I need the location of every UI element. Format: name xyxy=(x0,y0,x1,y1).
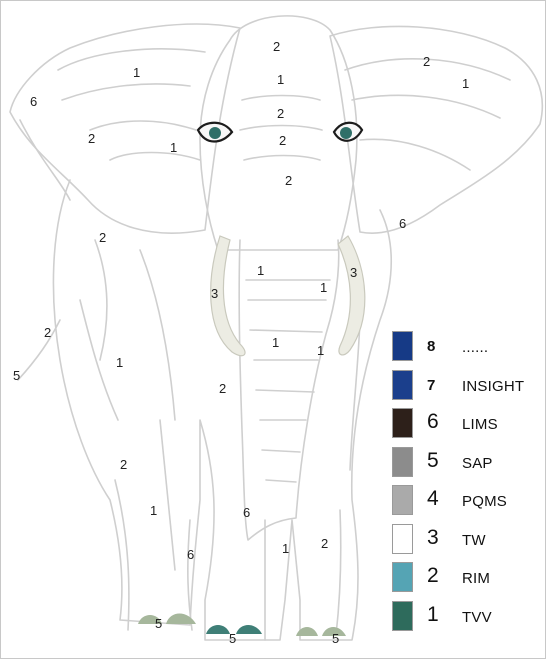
legend-number: 1 xyxy=(427,603,439,627)
region-number: 5 xyxy=(13,368,20,383)
region-number: 2 xyxy=(88,131,95,146)
region-number: 1 xyxy=(462,76,469,91)
legend-item-8: 8 ...... xyxy=(392,329,542,368)
region-number: 2 xyxy=(99,230,106,245)
legend-item-5: 5 SAP xyxy=(392,445,542,484)
right-tusk xyxy=(338,236,365,355)
legend-item-7: 7 INSIGHT xyxy=(392,368,542,407)
region-number: 1 xyxy=(320,280,327,295)
legend-label: PQMS xyxy=(462,493,507,510)
region-number: 1 xyxy=(116,355,123,370)
region-number: 3 xyxy=(350,265,357,280)
region-number: 2 xyxy=(277,106,284,121)
region-number: 2 xyxy=(321,536,328,551)
legend-item-1: 1 TVV xyxy=(392,599,542,638)
legend-label: RIM xyxy=(462,570,490,587)
legend-item-3: 3 TW xyxy=(392,522,542,561)
legend-label: SAP xyxy=(462,455,493,472)
legend-label: TVV xyxy=(462,609,492,626)
region-number: 5 xyxy=(229,631,236,646)
legend-label: TW xyxy=(462,532,486,549)
region-number: 2 xyxy=(273,39,280,54)
legend-number: 6 xyxy=(427,410,439,434)
region-number: 5 xyxy=(155,616,162,631)
legend-swatch xyxy=(392,331,413,361)
legend-swatch xyxy=(392,601,413,631)
legend-swatch xyxy=(392,447,413,477)
region-number: 1 xyxy=(277,72,284,87)
legend-label: INSIGHT xyxy=(462,378,524,395)
legend-swatch xyxy=(392,524,413,554)
legend: 8 ...... 7 INSIGHT 6 LIMS 5 SAP 4 PQMS 3… xyxy=(392,329,542,637)
region-number: 1 xyxy=(272,335,279,350)
legend-item-4: 4 PQMS xyxy=(392,483,542,522)
legend-swatch xyxy=(392,485,413,515)
region-number: 1 xyxy=(133,65,140,80)
legend-number: 3 xyxy=(427,526,439,550)
legend-swatch xyxy=(392,370,413,400)
region-number: 2 xyxy=(285,173,292,188)
toes xyxy=(138,614,346,637)
legend-number: 8 xyxy=(427,338,435,355)
region-number: 1 xyxy=(257,263,264,278)
legend-swatch xyxy=(392,562,413,592)
legend-number: 2 xyxy=(427,564,439,588)
region-number: 2 xyxy=(120,457,127,472)
region-number: 5 xyxy=(332,631,339,646)
tail-outline xyxy=(18,320,60,380)
legend-item-6: 6 LIMS xyxy=(392,406,542,445)
legend-item-2: 2 RIM xyxy=(392,560,542,599)
legend-swatch xyxy=(392,408,413,438)
legend-number: 7 xyxy=(427,377,435,394)
region-number: 1 xyxy=(170,140,177,155)
region-number: 2 xyxy=(219,381,226,396)
region-number: 6 xyxy=(399,216,406,231)
region-number: 1 xyxy=(150,503,157,518)
legend-number: 5 xyxy=(427,449,439,473)
legend-label: ...... xyxy=(462,339,488,356)
region-number: 3 xyxy=(211,286,218,301)
legend-label: LIMS xyxy=(462,416,498,433)
region-number: 6 xyxy=(30,94,37,109)
region-number: 1 xyxy=(282,541,289,556)
region-number: 6 xyxy=(243,505,250,520)
legend-number: 4 xyxy=(427,487,439,511)
region-number: 2 xyxy=(279,133,286,148)
region-number: 2 xyxy=(44,325,51,340)
region-number: 6 xyxy=(187,547,194,562)
region-number: 1 xyxy=(317,343,324,358)
region-number: 2 xyxy=(423,54,430,69)
